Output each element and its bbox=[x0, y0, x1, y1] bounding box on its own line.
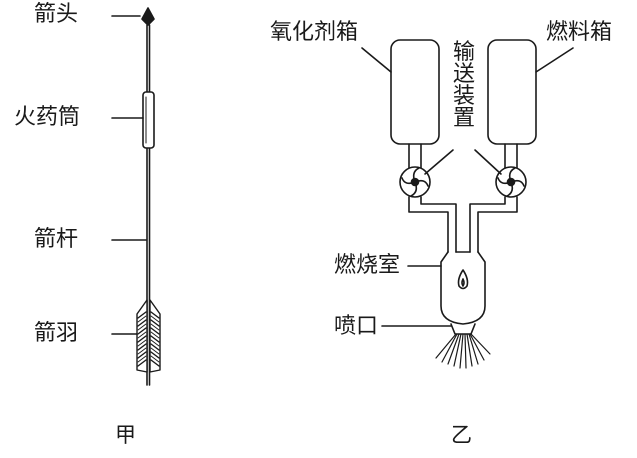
engine-drawing bbox=[361, 39, 574, 369]
label-shaft: 箭杆 bbox=[34, 227, 79, 252]
pipe-oxidizer bbox=[408, 196, 457, 253]
caption-right: 乙 bbox=[451, 423, 472, 447]
label-nozzle: 喷口 bbox=[334, 314, 379, 339]
arrow-drawing bbox=[111, 7, 161, 386]
right-pump-shape bbox=[495, 166, 527, 198]
feather-shape bbox=[136, 299, 161, 373]
powder-tube-shape bbox=[142, 91, 155, 149]
leader-oxidizer-tank bbox=[361, 47, 392, 73]
pipe-fuel bbox=[469, 196, 518, 253]
arrow-head-shape bbox=[141, 7, 155, 26]
combustion-chamber-shape bbox=[440, 251, 486, 325]
label-oxidizer-tank: 氧化剂箱 bbox=[270, 20, 359, 45]
leader-transfer-right bbox=[474, 149, 502, 175]
label-fuel-tank: 燃料箱 bbox=[546, 20, 613, 45]
fuel-tank-shape bbox=[487, 39, 537, 145]
leader-fuel-tank bbox=[535, 47, 574, 73]
label-arrow-head: 箭头 bbox=[34, 2, 79, 27]
label-powder-tube: 火药筒 bbox=[14, 105, 81, 130]
label-feather: 箭羽 bbox=[34, 321, 79, 346]
nozzle-shape bbox=[450, 323, 476, 335]
leader-transfer-left bbox=[424, 149, 454, 175]
exhaust-rays bbox=[435, 333, 491, 369]
label-transfer-device: 输送装置 bbox=[452, 40, 475, 131]
label-combustion-chamber: 燃烧室 bbox=[334, 253, 401, 278]
caption-left: 甲 bbox=[115, 423, 136, 447]
flame-icon bbox=[457, 269, 469, 290]
left-pump-shape bbox=[399, 166, 431, 198]
oxidizer-tank-shape bbox=[390, 39, 440, 145]
